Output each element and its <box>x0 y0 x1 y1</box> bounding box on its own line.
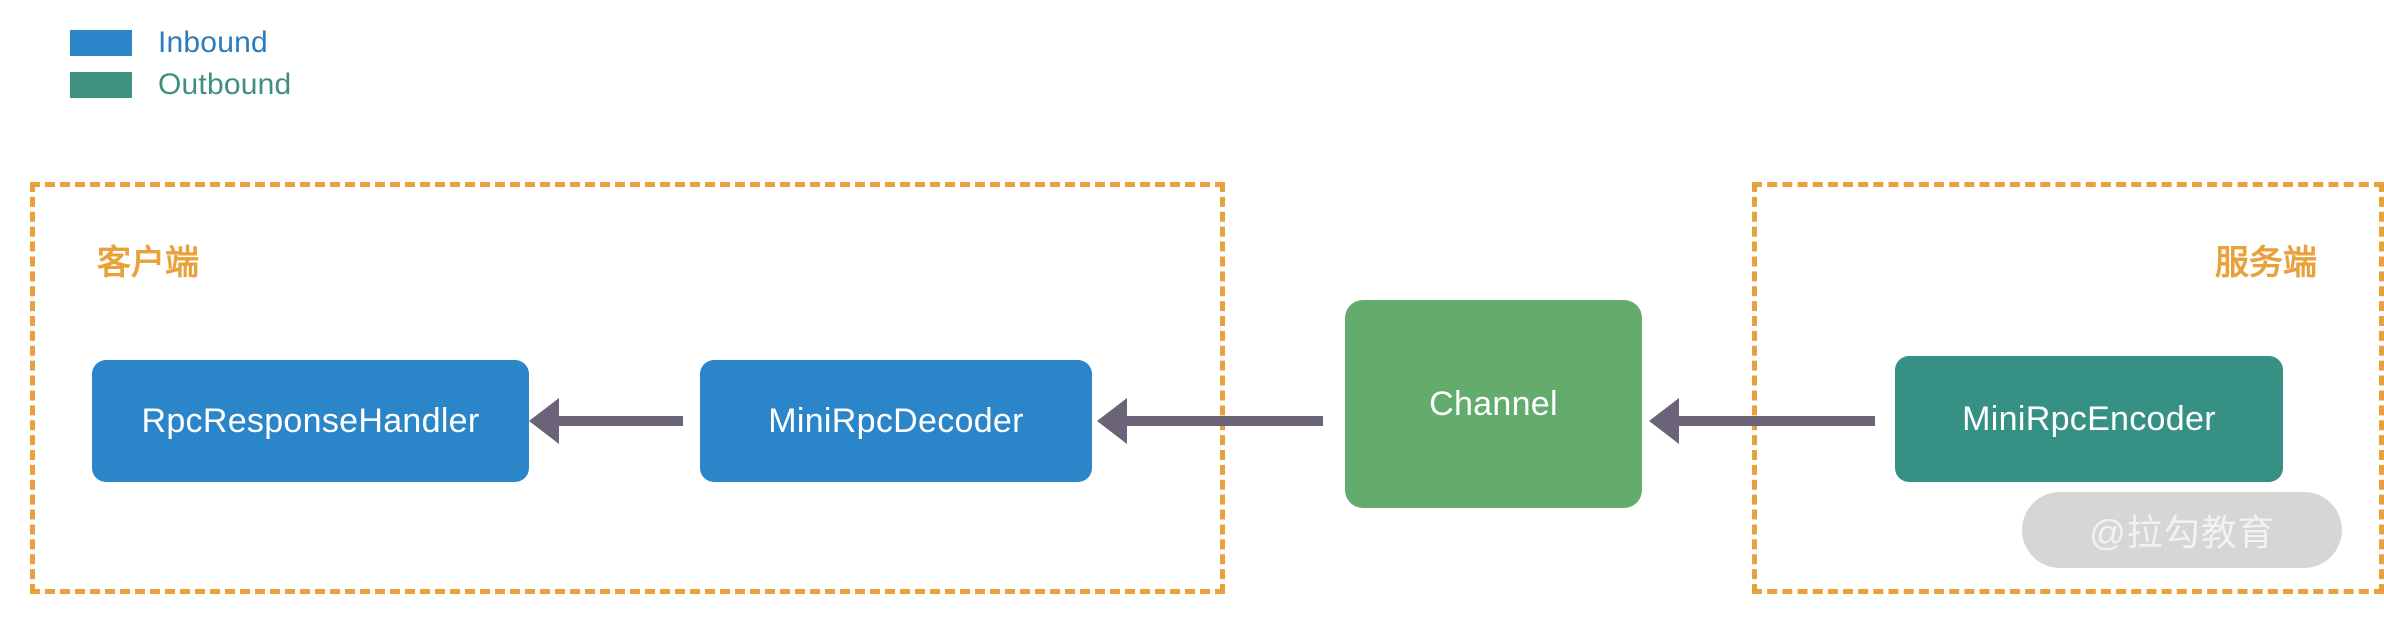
arrow-decoder-to-response-handler <box>555 416 683 426</box>
legend-label-outbound: Outbound <box>158 68 292 101</box>
node-channel[interactable]: Channel <box>1345 300 1642 508</box>
zone-client-title: 客户端 <box>97 244 199 282</box>
node-mini-rpc-encoder[interactable]: MiniRpcEncoder <box>1895 356 2283 482</box>
node-rpc-response-handler[interactable]: RpcResponseHandler <box>92 360 529 482</box>
watermark: @拉勾教育 <box>2022 492 2342 568</box>
zone-client: 客户端 <box>30 182 1225 594</box>
node-mini-rpc-decoder[interactable]: MiniRpcDecoder <box>700 360 1092 482</box>
arrow-encoder-to-channel <box>1675 416 1875 426</box>
legend-item-outbound: Outbound <box>70 64 291 106</box>
zone-server-title: 服务端 <box>2215 244 2317 282</box>
legend-swatch-outbound <box>70 72 132 98</box>
legend-item-inbound: Inbound <box>70 22 291 64</box>
zone-server: 服务端 <box>1752 182 2384 594</box>
legend-swatch-inbound <box>70 30 132 56</box>
legend: Inbound Outbound <box>70 22 291 106</box>
legend-label-inbound: Inbound <box>158 26 268 59</box>
arrow-channel-to-decoder <box>1123 416 1323 426</box>
